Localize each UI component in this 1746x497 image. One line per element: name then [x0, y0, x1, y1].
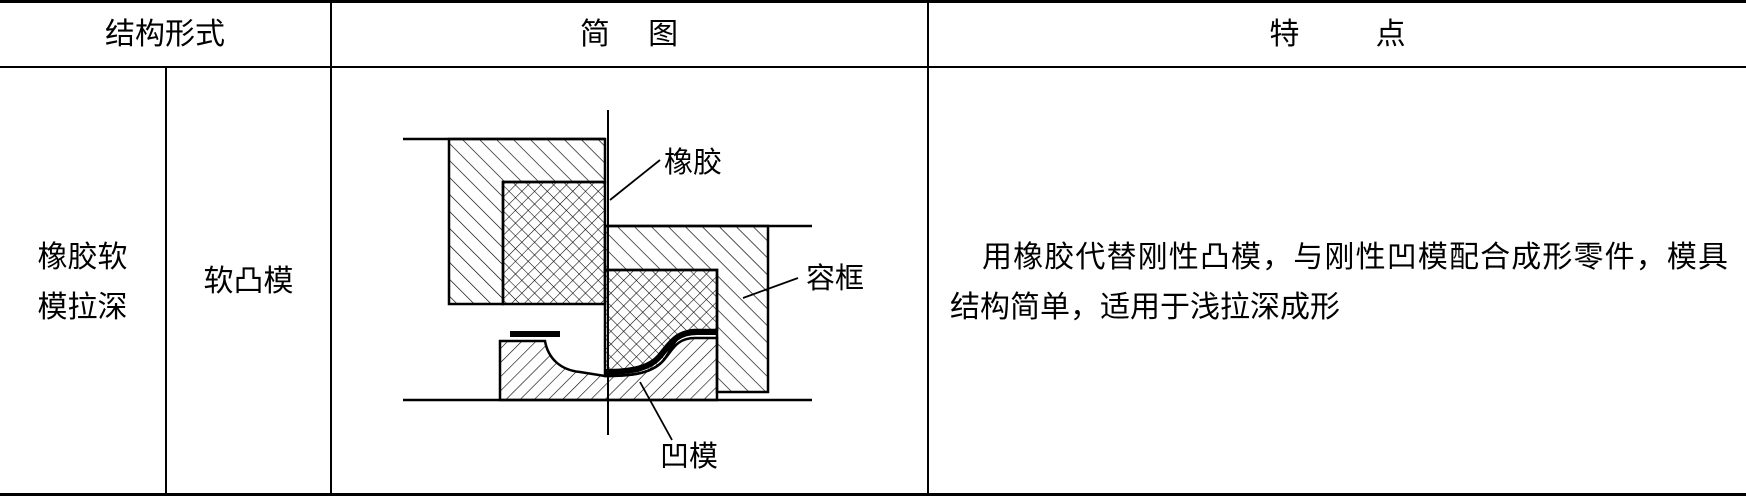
upper-rubber-block: [501, 180, 607, 306]
column-divider-sketch: [330, 0, 332, 495]
features-text: 用橡胶代替刚性凸模，与刚性凹模配合成形零件，模具结构简单，适用于浅拉深成形: [950, 240, 1728, 325]
category-line-2: 模拉深: [37, 290, 128, 325]
header-structure-form: 结构形式: [105, 17, 225, 52]
die-block: [498, 336, 719, 402]
category-line-1: 橡胶软: [37, 240, 128, 275]
leader-container: [742, 277, 799, 299]
leader-die: [639, 381, 673, 441]
header-sketch: 简 图: [579, 17, 679, 52]
leader-rubber: [609, 159, 661, 201]
label-die: 凹模: [660, 439, 718, 473]
table-top-border: [0, 0, 1746, 3]
column-divider-sub: [165, 67, 167, 495]
category-cell: 橡胶软 模拉深: [0, 233, 165, 333]
header-bottom-border: [0, 66, 1746, 68]
table-bottom-border: [0, 493, 1746, 496]
label-rubber: 橡胶: [664, 145, 722, 179]
column-divider-features: [927, 0, 929, 495]
label-container: 容框: [806, 261, 864, 295]
subtype-cell: 软凸模: [203, 264, 294, 299]
sheet-blank: [510, 329, 717, 375]
header-features: 特 点: [1269, 17, 1406, 52]
